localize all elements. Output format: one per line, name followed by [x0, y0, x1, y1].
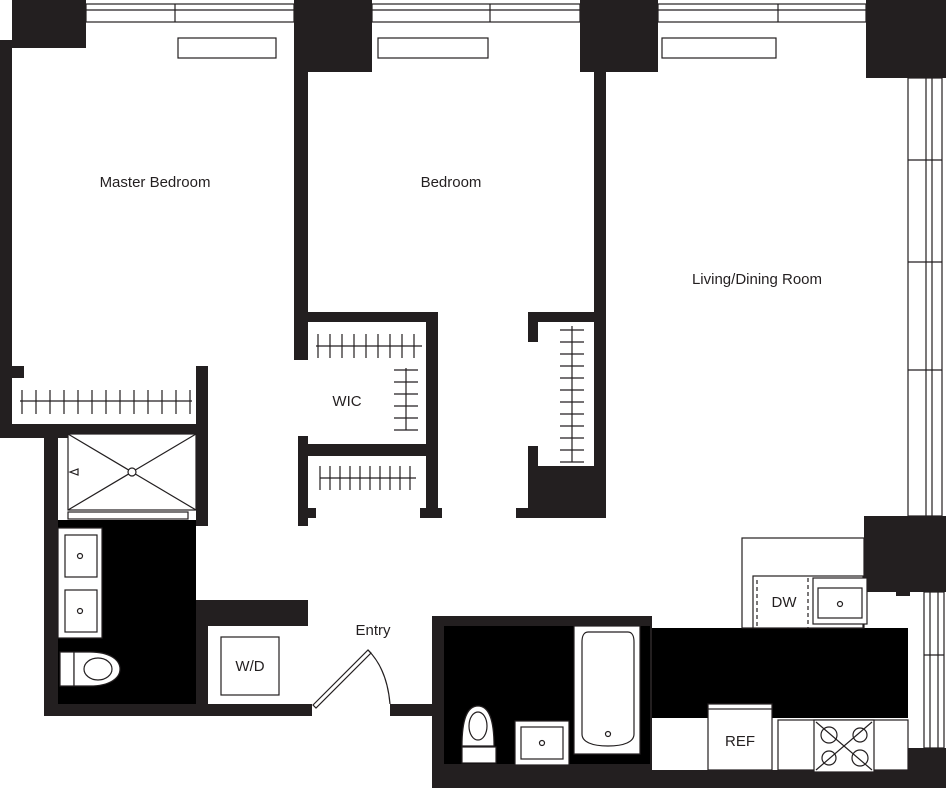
refrigerator-label: REF: [725, 733, 755, 750]
room-label-wic: WIC: [332, 393, 361, 410]
entry-door[interactable]: [312, 649, 391, 709]
dishwasher-label: DW: [772, 594, 798, 611]
washer-dryer-label: W/D: [235, 658, 264, 675]
washer-dryer: [220, 636, 280, 696]
toilet-master-bath: [59, 651, 121, 687]
stove: [813, 719, 875, 773]
room-label-master-bedroom: Master Bedroom: [100, 174, 211, 191]
living-closet-rod: [560, 326, 584, 463]
top-windows: [85, 3, 867, 59]
room-label-entry: Entry: [355, 622, 391, 639]
bath-sink: [514, 720, 570, 766]
shower: [67, 433, 197, 520]
master-closet-rod: [20, 390, 192, 414]
vanity-double-sink: [57, 527, 103, 639]
room-label-bedroom: Bedroom: [421, 174, 482, 191]
refrigerator: [707, 703, 773, 771]
toilet-bath: [461, 705, 497, 764]
right-windows: [907, 77, 945, 749]
bathtub: [573, 625, 641, 755]
wic-closet-rods: [316, 334, 422, 490]
room-label-living-dining: Living/Dining Room: [692, 271, 822, 288]
